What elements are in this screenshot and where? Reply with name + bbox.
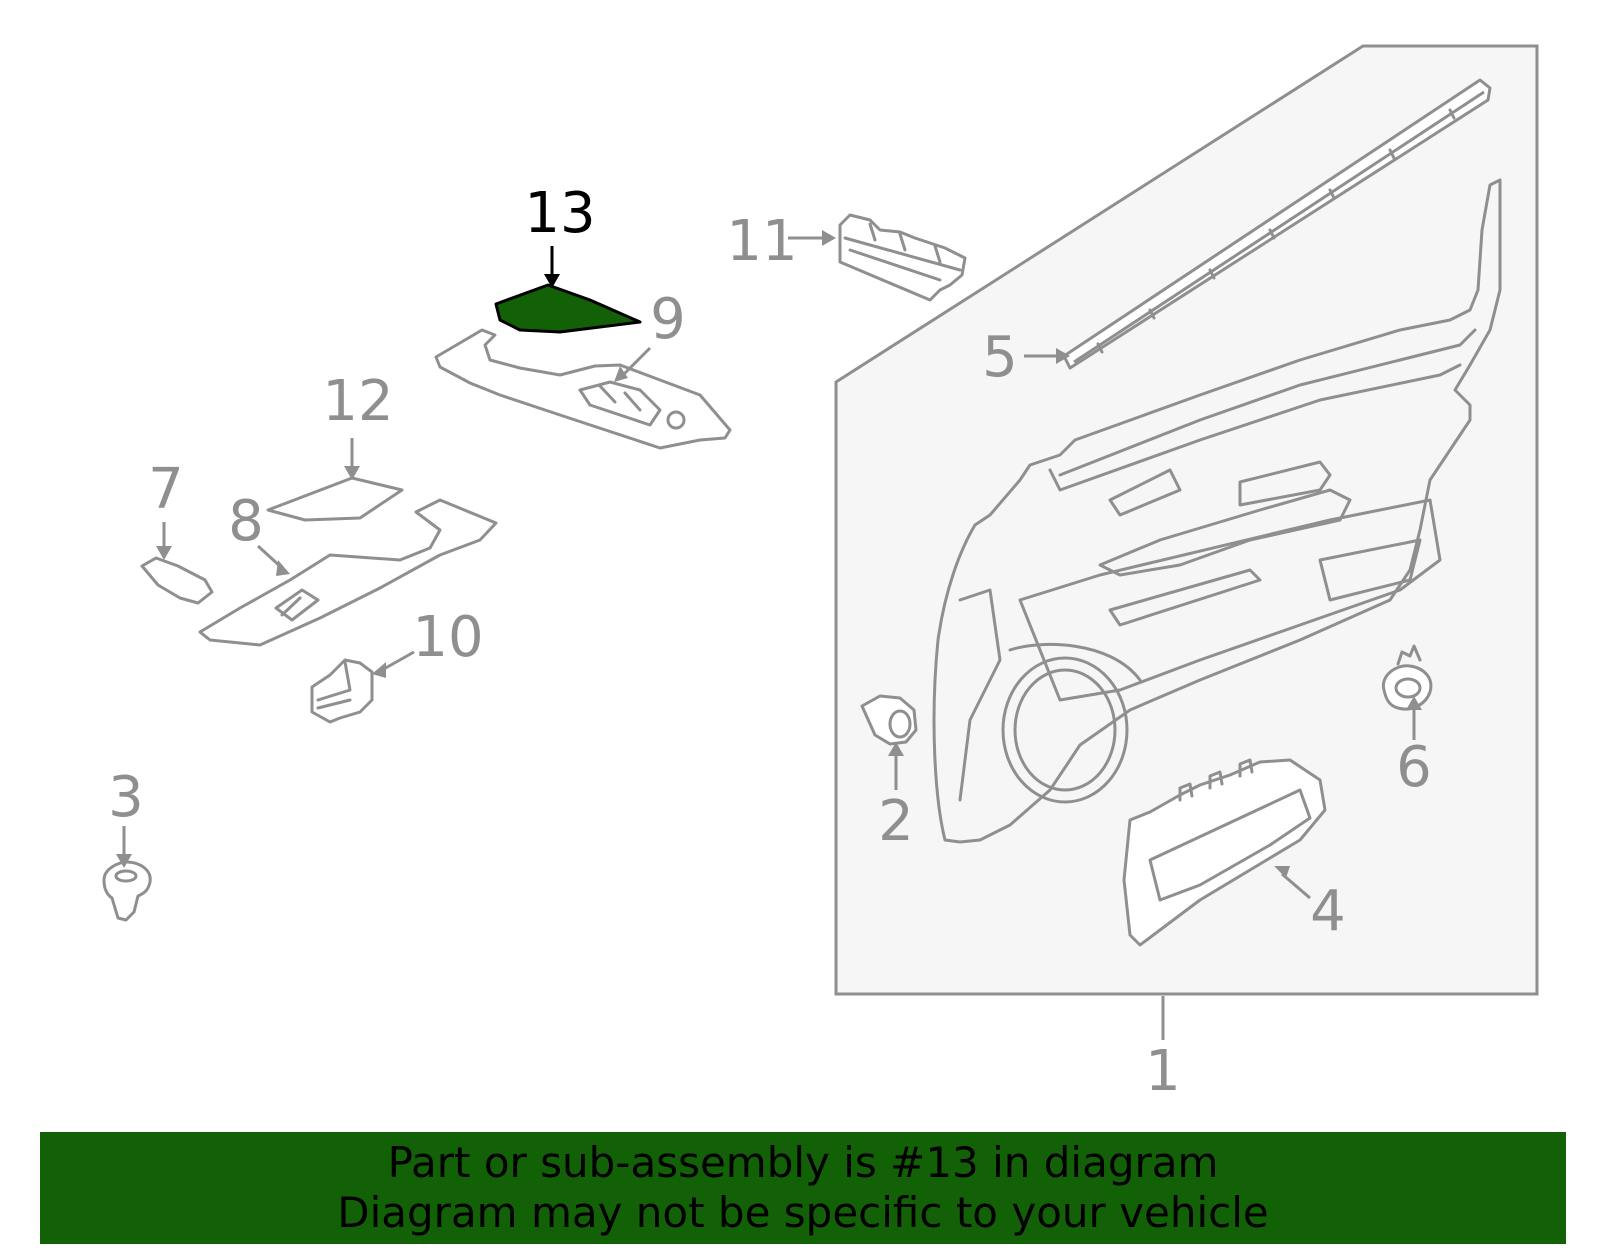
callout-8: 8 (228, 489, 264, 554)
part-9-window-switch-panel[interactable] (434, 328, 732, 450)
callout-3: 3 (108, 765, 144, 830)
callout-12: 12 (322, 369, 393, 434)
callout-1: 1 (1145, 1039, 1181, 1104)
callout-2: 2 (878, 789, 914, 854)
part-6-clip[interactable] (1381, 644, 1433, 711)
part-11-switch[interactable] (838, 213, 967, 302)
part-4-pocket[interactable] (1122, 758, 1327, 947)
notice-banner: Part or sub-assembly is #13 in diagram D… (40, 1132, 1566, 1244)
banner-line-disclaimer: Diagram may not be specific to your vehi… (337, 1188, 1269, 1237)
callout-6: 6 (1396, 735, 1432, 800)
part-8-switch-panel[interactable] (198, 498, 498, 647)
callout-13-highlighted: 13 (524, 181, 595, 246)
callout-10: 10 (412, 605, 483, 670)
part-13-highlighted-bezel[interactable] (494, 283, 642, 334)
part-10-switch[interactable] (310, 658, 374, 724)
part-12-bezel[interactable] (266, 476, 404, 522)
callout-4: 4 (1310, 879, 1346, 944)
callout-11: 11 (726, 209, 797, 274)
callout-9: 9 (650, 287, 686, 352)
part-1-door-trim-panel[interactable] (834, 44, 1539, 996)
leader-lines (116, 230, 1422, 1040)
banner-line-part-info: Part or sub-assembly is #13 in diagram (387, 1138, 1219, 1187)
part-3-clip[interactable] (102, 860, 152, 922)
part-7-clip[interactable] (140, 556, 214, 605)
part-2-clip[interactable] (860, 694, 918, 746)
callout-7: 7 (148, 457, 184, 522)
part-5-belt-molding[interactable] (1062, 78, 1492, 370)
callout-5: 5 (982, 325, 1018, 390)
